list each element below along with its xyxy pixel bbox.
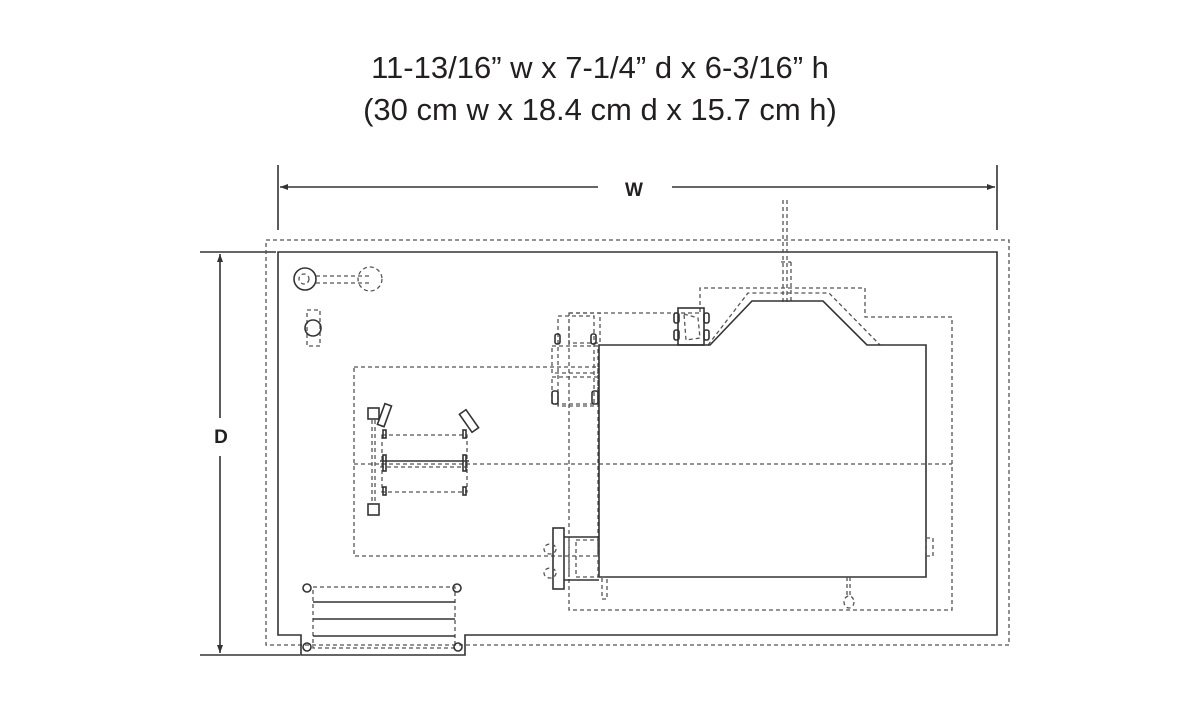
dimensions-metric: (30 cm w x 18.4 cm d x 15.7 cm h)	[363, 92, 837, 127]
width-label: W	[625, 180, 643, 201]
depth-label: D	[214, 427, 228, 448]
module-clearance	[568, 287, 953, 611]
top-left-components	[293, 266, 383, 347]
small-connector	[673, 307, 710, 346]
width-dimension: W	[277, 165, 998, 230]
main-module	[598, 300, 927, 578]
board-outline	[277, 251, 998, 656]
standoff	[601, 576, 608, 600]
edge-connector	[302, 583, 463, 652]
left-region	[353, 366, 599, 557]
depth-dimension: D	[200, 251, 300, 656]
cable	[781, 200, 792, 302]
hinge-mechanism	[367, 402, 480, 516]
standoff	[925, 537, 934, 557]
clearance-outline	[265, 239, 1010, 646]
module-offset-outline	[707, 292, 881, 346]
side-bracket	[543, 527, 599, 590]
standoff	[843, 595, 855, 609]
top-connector	[551, 312, 601, 407]
dimensions-imperial: 11-13/16” w x 7-1/4” d x 6-3/16” h	[371, 50, 829, 85]
